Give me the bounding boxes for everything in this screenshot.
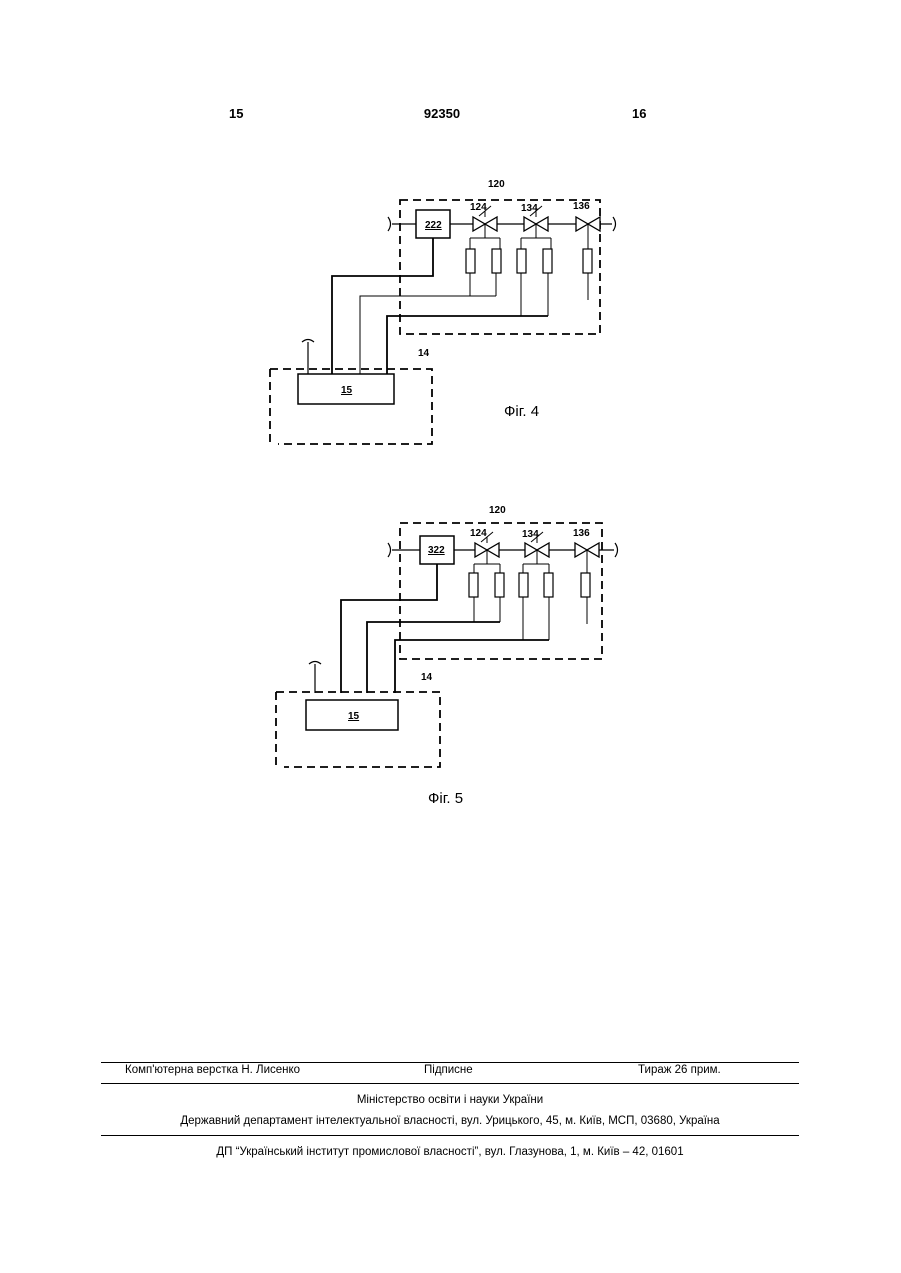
footer-rule-bottom <box>101 1135 799 1136</box>
fig5-label-valve-b: 134 <box>522 529 539 540</box>
fig5-label-controller: 15 <box>348 711 360 722</box>
fig4-label-valve-c: 136 <box>573 201 590 212</box>
figure-4 <box>270 200 616 444</box>
fig5-label-valve-c: 136 <box>573 528 590 539</box>
footer-typesetting: Комп'ютерна верстка Н. Лисенко <box>125 1064 300 1076</box>
fig4-caption: Фіг. 4 <box>504 403 539 420</box>
fig4-label-valve-a: 124 <box>470 202 487 213</box>
fig4-label-block: 222 <box>425 220 442 231</box>
fig4-label-group: 120 <box>488 179 505 190</box>
footer-institute: ДП “Український інститут промислової вла… <box>101 1146 799 1158</box>
fig4-label-valve-b: 134 <box>521 203 538 214</box>
footer-signed: Підписне <box>424 1064 473 1076</box>
fig5-label-zone: 14 <box>421 672 433 683</box>
footer-rule-top <box>101 1062 799 1063</box>
fig5-caption: Фіг. 5 <box>428 790 463 807</box>
fig4-label-controller: 15 <box>341 385 353 396</box>
fig5-label-block: 322 <box>428 545 445 556</box>
fig5-label-valve-a: 124 <box>470 528 487 539</box>
fig5-label-group: 120 <box>489 505 506 516</box>
footer-ministry: Міністерство освіти і науки України <box>101 1094 799 1106</box>
footer-rule-middle <box>101 1083 799 1084</box>
footer-circulation: Тираж 26 прим. <box>638 1064 721 1076</box>
footer-department: Державний департамент інтелектуальної вл… <box>101 1115 799 1127</box>
fig4-label-zone: 14 <box>418 348 430 359</box>
figure-5 <box>276 523 618 767</box>
